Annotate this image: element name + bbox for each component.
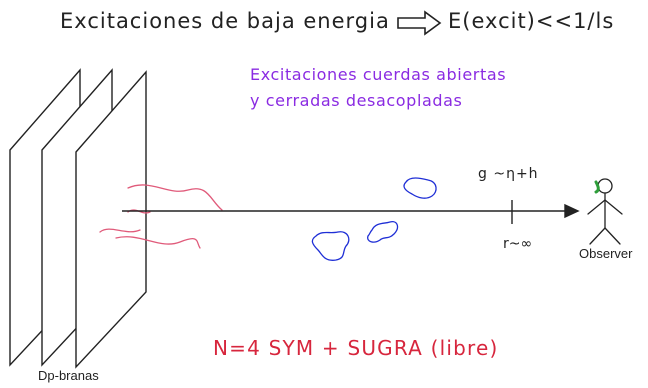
- radial-axis: [122, 203, 580, 219]
- result-label: N=4 SYM + SUGRA (libre): [213, 336, 499, 360]
- open-string-3: [115, 236, 201, 249]
- r-infinity-label: r~∞: [503, 236, 532, 252]
- brane-sheet-front: [75, 70, 147, 369]
- implies-arrow-icon: [397, 10, 442, 36]
- open-string-1: [127, 184, 223, 211]
- header-right-text: E(excit)<<1/ls: [448, 9, 614, 33]
- dp-branes-label: Dp-branas: [38, 368, 99, 383]
- observer-eye-icon: [594, 180, 600, 194]
- closed-strings: [311, 177, 437, 261]
- header-left-text: Excitaciones de baja energia: [60, 9, 390, 33]
- open-string-2: [99, 228, 141, 233]
- observer-leg-left: [589, 227, 606, 245]
- observer-arm-left: [587, 199, 606, 215]
- decoupled-note-line1: Excitaciones cuerdas abiertas: [250, 65, 506, 84]
- coupling-label: g ~η+h: [478, 166, 539, 182]
- closed-string-3: [367, 221, 399, 243]
- closed-string-1: [403, 177, 437, 199]
- observer-leg-right: [604, 227, 621, 245]
- observer-head: [597, 178, 613, 194]
- closed-string-2: [311, 231, 350, 261]
- axis-arrowhead-icon: [564, 203, 580, 219]
- observer-figure: [587, 178, 623, 245]
- dp-branes-stack: [9, 68, 147, 369]
- observer-arm-right: [604, 199, 623, 215]
- observer-label: Observer: [579, 246, 633, 261]
- decoupled-note-line2: y cerradas desacopladas: [250, 91, 463, 110]
